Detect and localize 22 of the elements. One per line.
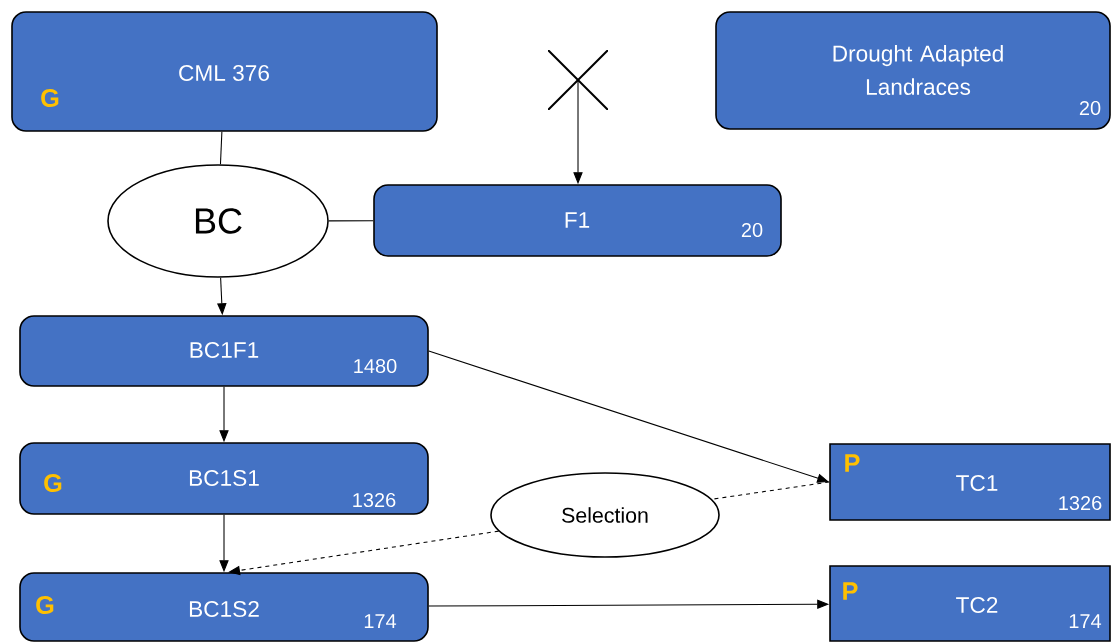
box-label: TC1 [956, 475, 998, 492]
corner-letter: P [843, 582, 858, 600]
count-label: 1480 [354, 358, 397, 374]
arrow [228, 530, 500, 576]
corner-letter: P [845, 454, 860, 472]
corner-letter: G [44, 474, 62, 492]
cross-symbol [548, 50, 608, 110]
box-label: BC1S1 [189, 470, 259, 487]
box-label: BC1F1 [190, 342, 259, 359]
box-label: Drought Adapted Landraces [833, 45, 1003, 95]
count-label: 1326 [1059, 495, 1102, 511]
box-label: BC1S2 [189, 601, 259, 618]
box-label: TC2 [956, 597, 998, 614]
box-label: CML 376 [179, 65, 269, 82]
count-label: 20 [741, 222, 763, 238]
corner-letter: G [36, 596, 54, 614]
count-label: 20 [1079, 100, 1101, 116]
count-label: 1326 [353, 492, 396, 508]
corner-letter: G [41, 89, 59, 107]
count-label: 174 [1069, 614, 1102, 628]
count-label: 174 [364, 614, 397, 628]
box-label: F1 [565, 212, 590, 228]
